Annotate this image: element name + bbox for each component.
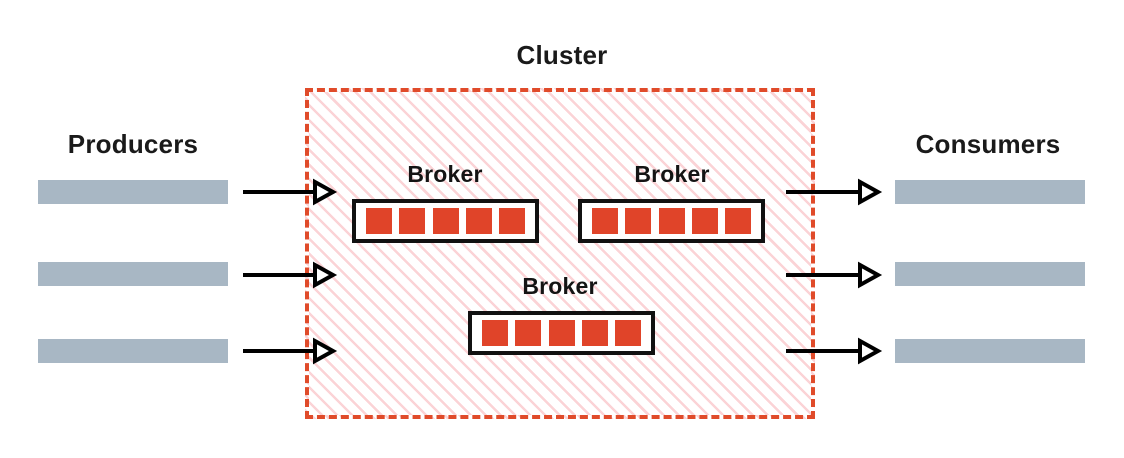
broker-2-partition-2: [625, 208, 652, 234]
producer-bar-1[interactable]: [38, 180, 228, 204]
broker-3-partition-2: [515, 320, 542, 346]
broker-1-partition-1: [366, 208, 392, 234]
broker-3-partition-3: [548, 320, 575, 346]
arrow-producer-1: [243, 178, 338, 206]
broker-2-partition-3: [658, 208, 685, 234]
broker-3-title: Broker: [522, 273, 598, 299]
producer-bar-2[interactable]: [38, 262, 228, 286]
broker-2-partition-5: [725, 208, 751, 234]
broker-3-partition-4: [581, 320, 608, 346]
consumer-bar-3[interactable]: [895, 339, 1085, 363]
broker-1[interactable]: [352, 199, 539, 243]
broker-3[interactable]: [468, 311, 655, 355]
consumer-bar-1[interactable]: [895, 180, 1085, 204]
producer-bar-3[interactable]: [38, 339, 228, 363]
arrow-consumer-2: [786, 261, 883, 289]
consumers-title: Consumers: [915, 129, 1061, 159]
broker-1-partition-5: [499, 208, 525, 234]
producers-title: Producers: [67, 129, 199, 159]
broker-3-partition-1: [482, 320, 508, 346]
arrow-consumer-3: [786, 337, 883, 365]
arrow-consumer-1: [786, 178, 883, 206]
cluster-boundary: [305, 88, 815, 419]
broker-2-partition-4: [691, 208, 718, 234]
broker-1-partition-3: [432, 208, 459, 234]
broker-1-partition-4: [465, 208, 492, 234]
broker-2[interactable]: [578, 199, 765, 243]
arrow-producer-3: [243, 337, 338, 365]
cluster-title: Cluster: [516, 40, 608, 70]
arrow-producer-2: [243, 261, 338, 289]
consumer-bar-2[interactable]: [895, 262, 1085, 286]
broker-2-title: Broker: [634, 161, 710, 187]
broker-1-partition-2: [399, 208, 426, 234]
broker-2-partition-1: [592, 208, 618, 234]
broker-1-title: Broker: [407, 161, 483, 187]
broker-3-partition-5: [615, 320, 641, 346]
